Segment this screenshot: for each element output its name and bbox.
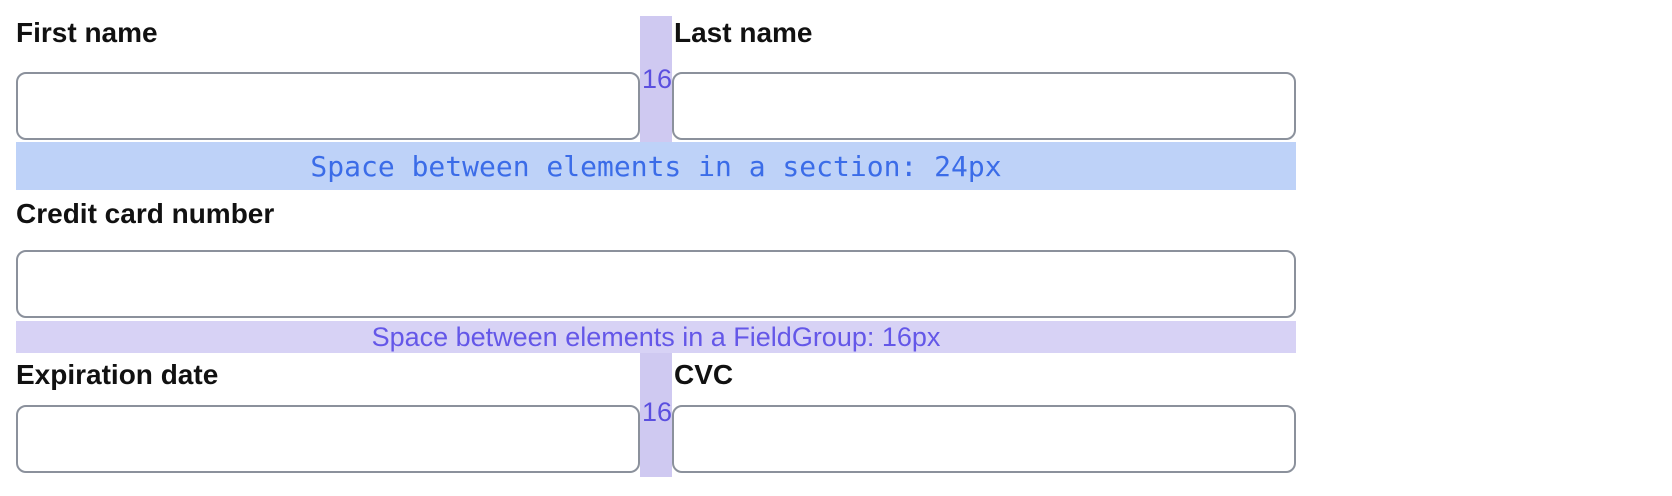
fieldgroup-gap-band: Space between elements in a FieldGroup: … <box>16 321 1296 353</box>
cvc-label: CVC <box>674 359 734 390</box>
last-name-input[interactable] <box>672 72 1296 140</box>
first-name-label: First name <box>16 17 158 48</box>
credit-card-input[interactable] <box>16 250 1296 318</box>
column-gap-value-row3: 16 <box>642 397 673 427</box>
expiration-date-input[interactable] <box>16 405 640 473</box>
section-gap-label: Space between elements in a section: 24p… <box>310 149 1002 183</box>
last-name-label: Last name <box>674 17 813 48</box>
column-gap-band-row3 <box>640 353 672 477</box>
first-name-input[interactable] <box>16 72 640 140</box>
cvc-input[interactable] <box>672 405 1296 473</box>
column-gap-band-row1 <box>640 16 672 142</box>
credit-card-label: Credit card number <box>16 198 275 229</box>
fieldgroup-gap-label: Space between elements in a FieldGroup: … <box>371 321 941 352</box>
column-gap-value-row1: 16 <box>642 64 673 94</box>
section-gap-band: Space between elements in a section: 24p… <box>16 142 1296 190</box>
expiration-date-label: Expiration date <box>16 359 219 390</box>
